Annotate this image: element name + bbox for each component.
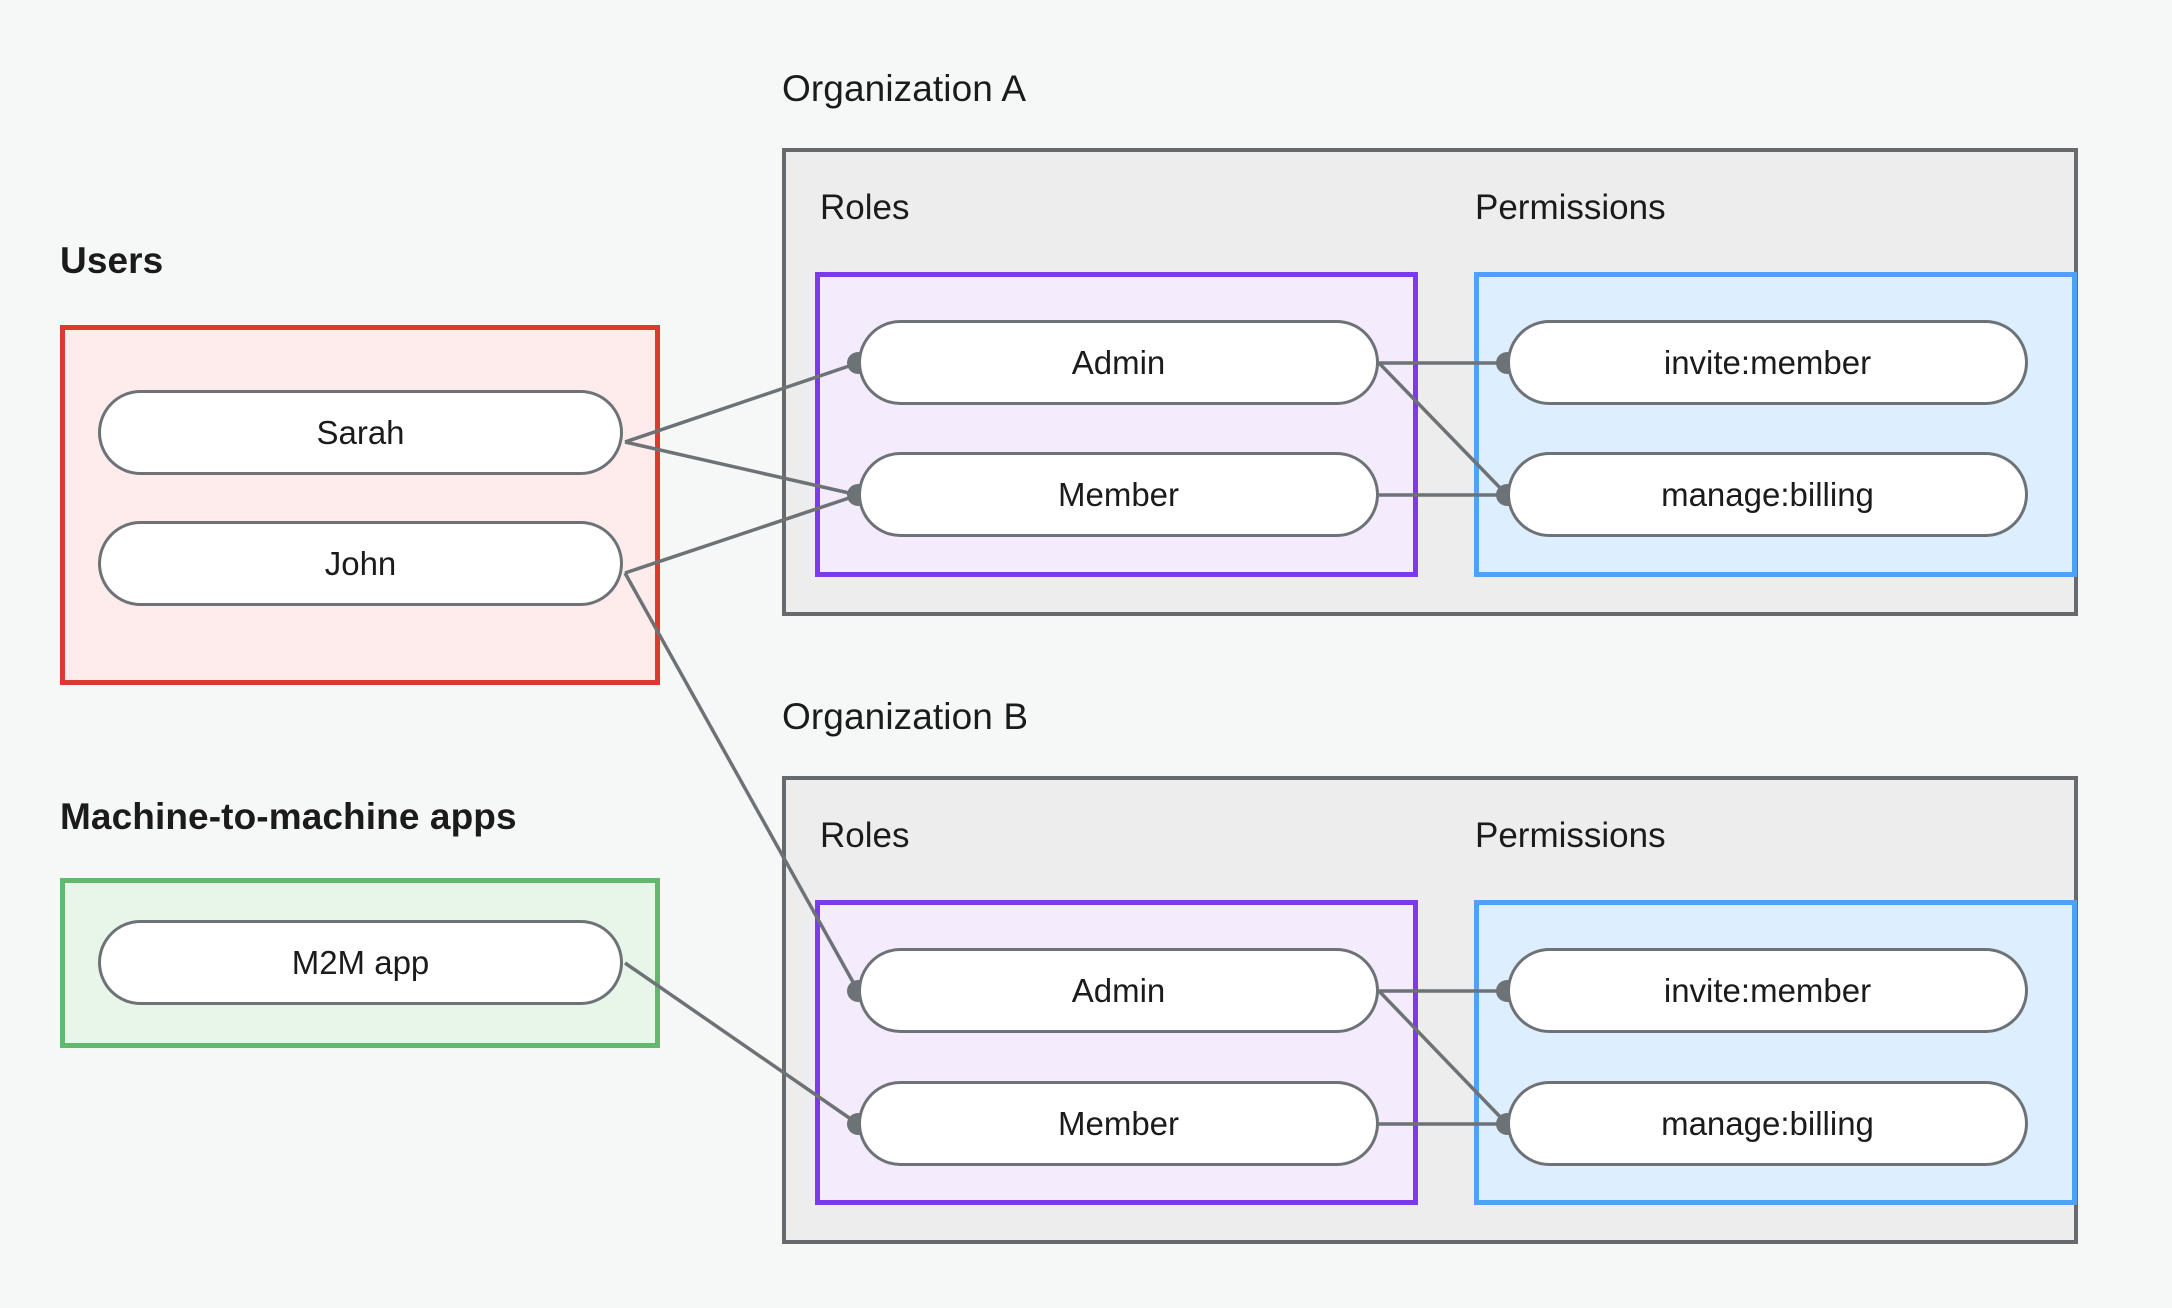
organization-a-roles-label: Roles — [820, 188, 910, 227]
node-org-a-role-member[interactable]: Member — [858, 452, 1379, 537]
node-org-a-permission-manage-billing[interactable]: manage:billing — [1507, 452, 2028, 537]
users-group — [60, 325, 660, 685]
node-org-a-permission-invite-member[interactable]: invite:member — [1507, 320, 2028, 405]
node-org-b-permission-manage-billing[interactable]: manage:billing — [1507, 1081, 2028, 1166]
organization-b-caption: Organization B — [782, 696, 1029, 737]
node-org-b-role-member[interactable]: Member — [858, 1081, 1379, 1166]
organization-b-permissions-label: Permissions — [1475, 816, 1666, 855]
node-user-john[interactable]: John — [98, 521, 623, 606]
organization-b-roles-label: Roles — [820, 816, 910, 855]
node-m2m-app[interactable]: M2M app — [98, 920, 623, 1005]
node-org-b-permission-invite-member[interactable]: invite:member — [1507, 948, 2028, 1033]
organization-a-permissions-label: Permissions — [1475, 188, 1666, 227]
machine-apps-caption: Machine-to-machine apps — [60, 796, 517, 837]
node-user-sarah[interactable]: Sarah — [98, 390, 623, 475]
organization-a-caption: Organization A — [782, 68, 1027, 109]
node-org-b-role-admin[interactable]: Admin — [858, 948, 1379, 1033]
users-caption: Users — [60, 240, 164, 281]
node-org-a-role-admin[interactable]: Admin — [858, 320, 1379, 405]
